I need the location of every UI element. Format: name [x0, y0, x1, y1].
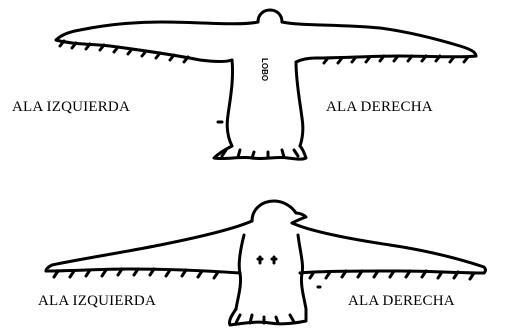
right-wing-label: ALA DERECHA: [326, 99, 433, 115]
left-wing-label: ALA IZQUIERDA: [12, 99, 131, 115]
right-wing-label: ALA DERECHA: [348, 293, 455, 309]
bird-drawing-top: LOBO: [54, 8, 478, 161]
bird-drawing-bottom: [44, 199, 487, 327]
bird-body-text: LOBO: [260, 58, 269, 81]
bird-figure-top: LOBO ALA IZQUIERDA ALA DERECHA: [0, 0, 507, 165]
left-wing-label: ALA IZQUIERDA: [38, 293, 157, 309]
bird-figure-bottom: ALA IZQUIERDA ALA DERECHA: [0, 165, 507, 331]
